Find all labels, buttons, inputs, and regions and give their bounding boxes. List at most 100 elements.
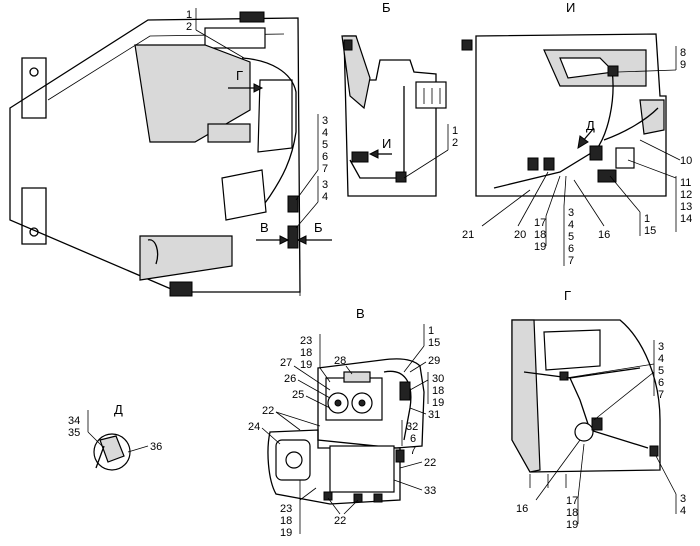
callout-main-mid-3: 5: [322, 139, 328, 151]
callout-i-20: 20: [514, 229, 526, 241]
v-control-unit: [329, 445, 395, 493]
view-i-marker: И: [382, 136, 391, 151]
leader-v-33: [393, 479, 423, 491]
leader-v-23a-to-part: [319, 367, 331, 383]
view-g: Г 3 4 5 6 7 16 17 18 19 3 4: [511, 288, 686, 531]
lower-seat-panel: [139, 235, 233, 281]
callout-v-24: 24: [248, 421, 260, 433]
leader-v-29: [409, 361, 427, 373]
callout-g-34-4: 4: [680, 505, 686, 517]
leader-v-27: [293, 365, 331, 391]
view-v-title: В: [356, 306, 365, 321]
leader-i-20: [517, 171, 549, 227]
view-i-base-block: [597, 169, 617, 183]
v-lower-bolt-2: [353, 493, 363, 503]
leader-i-21: [481, 189, 531, 227]
callout-g-3: 3: [658, 341, 664, 353]
callout-v-19b: 19: [432, 397, 444, 409]
callout-i-3: 3: [568, 207, 574, 219]
leader-i-16: [573, 179, 605, 227]
leader-g-17-to-part: [577, 443, 585, 499]
arrow-b-head: [296, 235, 307, 245]
callout-i-19: 19: [534, 241, 546, 253]
d-lamp-socket: [99, 435, 125, 463]
callout-v-32: 32: [406, 421, 418, 433]
callout-b-right-1: 1: [452, 125, 458, 137]
callout-i-4: 4: [568, 219, 574, 231]
callout-v-6: 6: [410, 433, 416, 445]
callout-g-16: 16: [516, 503, 528, 515]
main-side-view: Г В Б 1 2 3 4 5 6 7 3 4: [9, 8, 332, 297]
v-upper-harness: [383, 370, 412, 441]
callout-g-6: 6: [658, 377, 664, 389]
view-d: Д 34 35 36: [68, 402, 162, 471]
leader-d-34-to-part: [87, 431, 105, 449]
leader-v-24: [261, 427, 281, 445]
callout-d-34: 34: [68, 415, 80, 427]
leader-i-3-to-part: [563, 175, 567, 207]
arrow-v-head: [279, 235, 290, 245]
view-b-marker: Б: [314, 220, 323, 235]
callout-main-mid-4: 6: [322, 151, 328, 163]
callout-i-right-1: 11: [680, 177, 691, 189]
callout-v-27: 27: [280, 357, 292, 369]
callout-main-mid-2: 4: [322, 127, 328, 139]
view-b-top-block: [343, 39, 353, 51]
callout-main-mid-5: 7: [322, 163, 328, 175]
view-g-title: Г: [564, 288, 571, 303]
leader-v-22a: [275, 411, 301, 431]
callout-i-top-2: 9: [680, 59, 686, 71]
callout-v-26: 26: [284, 373, 296, 385]
leader-v-22b: [399, 461, 423, 469]
leader-g-34-to-part: [655, 455, 677, 495]
g-window: [543, 329, 601, 371]
callout-main-mid-1: 3: [322, 115, 328, 127]
callout-v-22c: 22: [334, 515, 346, 527]
callout-v-18b: 18: [432, 385, 444, 397]
callout-i-21: 21: [462, 229, 474, 241]
leader-v-22c-b: [343, 499, 359, 515]
leader-main-top-to-part: [195, 29, 245, 59]
leader-main-mid-to-part: [295, 169, 319, 201]
inner-panel: [134, 44, 251, 143]
view-i-title: И: [566, 0, 575, 15]
view-i: И Д 8 9 10 11 12 13 14 21 20 17: [461, 0, 692, 267]
callout-g-34-3: 3: [680, 493, 686, 505]
main-harness: [241, 57, 297, 211]
leader-v-22a-b: [275, 411, 321, 427]
view-d-marker: Д: [586, 118, 595, 133]
v-label-strip: [343, 371, 371, 383]
g-rear-plug: [649, 445, 659, 457]
upper-mount-lug: [21, 57, 47, 119]
leader-v-22c-a: [327, 497, 341, 515]
callout-i-6: 6: [568, 243, 574, 255]
view-i-right-plug: [543, 157, 555, 171]
view-v-marker: В: [260, 220, 269, 235]
arrow-d-head: [577, 135, 589, 149]
callout-g-17: 17: [566, 495, 578, 507]
callout-g-19: 19: [566, 519, 578, 531]
callout-v-19a: 19: [300, 359, 312, 371]
view-i-top-mark: [461, 39, 473, 51]
leader-i-top-to-part: [617, 69, 677, 73]
callout-main-low-1: 3: [322, 179, 328, 191]
v-socket-right-pin: [358, 399, 366, 407]
callout-v-23b: 23: [280, 503, 292, 515]
callout-main-top-1: 1: [186, 9, 192, 21]
g-harness-branch: [569, 367, 641, 379]
leader-g-right-b: [593, 371, 655, 421]
callout-g-5: 5: [658, 365, 664, 377]
lower-lamp: [147, 239, 159, 265]
callout-i-16: 16: [598, 229, 610, 241]
callout-main-top-2: 2: [186, 21, 192, 33]
g-lamp: [574, 422, 594, 442]
callout-v-31: 31: [428, 409, 440, 421]
view-i-mid-connector: [589, 145, 603, 161]
arrow-i-head: [368, 149, 379, 159]
leader-i-right-to-part: [627, 159, 677, 179]
leader-v-30-to-part: [409, 379, 429, 391]
d-lamp-wire: [95, 445, 105, 469]
callout-i-right-4: 14: [680, 213, 692, 225]
callout-i-5: 5: [568, 231, 574, 243]
callout-d-35b: 35: [68, 427, 80, 439]
